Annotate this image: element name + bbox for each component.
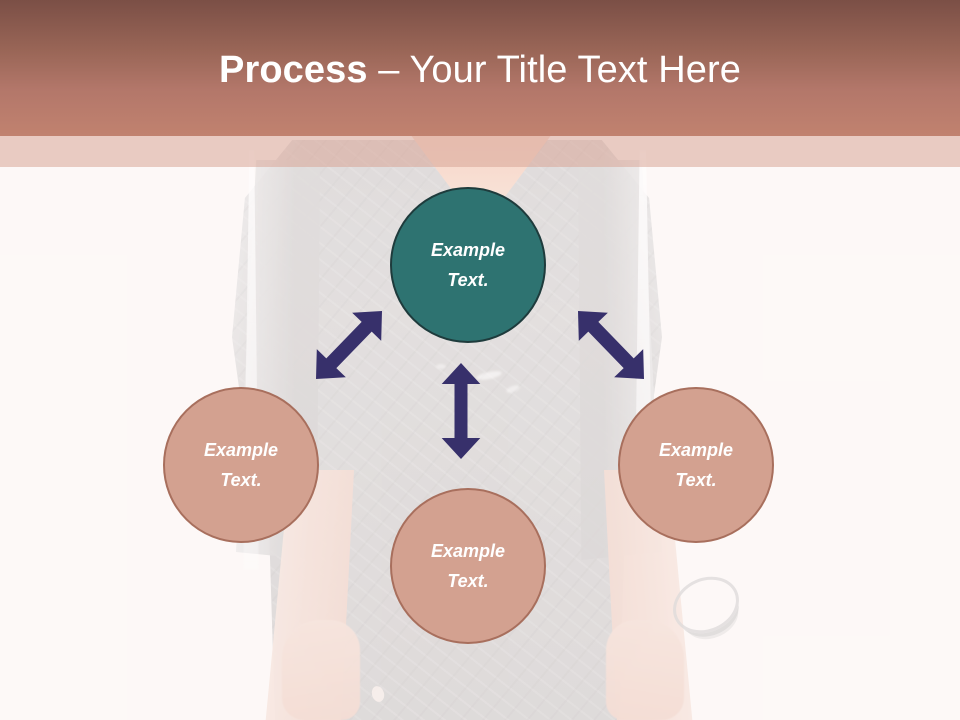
process-node-right[interactable]: Example Text.	[618, 387, 774, 543]
process-node-bottom-line2: Text.	[447, 571, 489, 591]
photo-left-hand	[282, 620, 360, 720]
process-node-bottom[interactable]: Example Text.	[390, 488, 546, 644]
process-node-left-line2: Text.	[220, 470, 262, 490]
connector-top-bottom-arrow	[441, 363, 481, 459]
title-banner	[0, 0, 960, 136]
process-node-bottom-line1: Example	[430, 541, 506, 561]
photo-right-hand	[606, 620, 684, 720]
process-node-right-line1: Example	[658, 440, 734, 460]
title-underband	[0, 136, 960, 167]
process-node-right-line2: Text.	[675, 470, 717, 490]
process-node-top-line1: Example	[430, 240, 506, 260]
page-title-emphasis: Process	[219, 49, 368, 91]
process-node-top[interactable]: Example Text.	[390, 187, 546, 343]
process-node-left-line1: Example	[203, 440, 279, 460]
process-node-top-line2: Text.	[447, 270, 489, 290]
connector-top-right-arrow	[578, 311, 644, 380]
photo-highlight-3	[436, 364, 446, 369]
page-title: Process – Your Title Text Here	[0, 46, 960, 94]
page-title-remainder: – Your Title Text Here	[367, 49, 741, 91]
connector-top-left-arrow	[316, 311, 382, 380]
process-node-left[interactable]: Example Text.	[163, 387, 319, 543]
